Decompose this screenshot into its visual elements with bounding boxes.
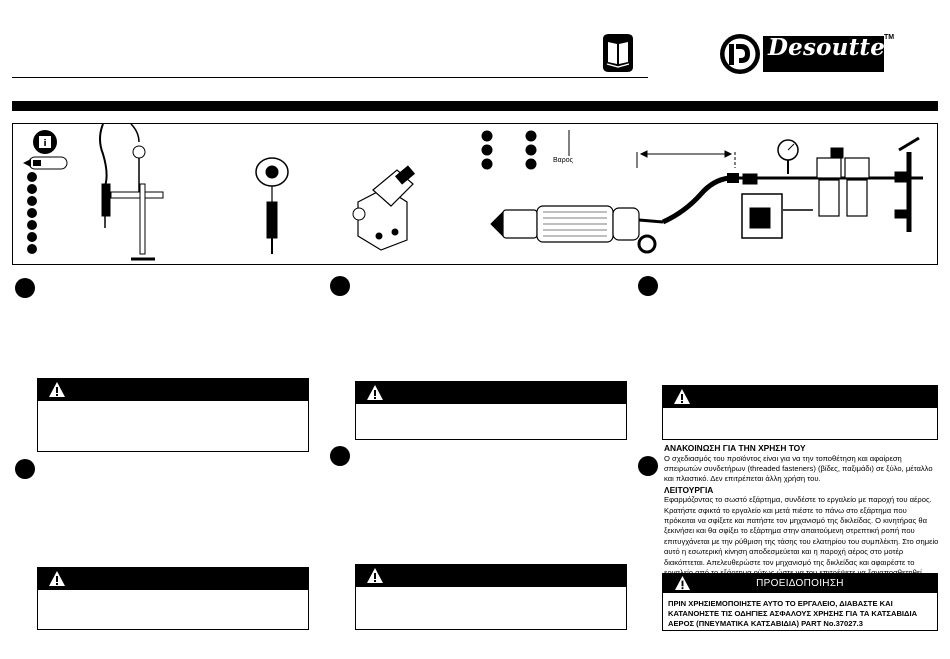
instruction-manual-icon: [603, 34, 633, 72]
air-hose: [661, 175, 730, 225]
brand-name: Desoutter: [768, 34, 898, 61]
warning-box: [355, 564, 627, 630]
svg-text:i: i: [43, 139, 46, 149]
operation-body: Εφαρμόζοντας το σωστό εξάρτημα, συνδέστε…: [664, 495, 939, 578]
step-marker: [15, 459, 35, 479]
warning-triangle-icon: [49, 571, 65, 586]
safety-warning-box: ΠΡΟΕΙΔΟΠΟΙΗΣΗ ΠΡΙΝ ΧΡΗΣΙΕΜΟΠΟΙΗΣΤΕ ΑΥΤΟ …: [662, 573, 938, 631]
warning-box: [355, 381, 627, 440]
mass-label: Βαρος: [553, 157, 573, 164]
warning-header: [356, 565, 626, 587]
warning-box: [37, 378, 309, 452]
notice-body: Ο σχεδιασμός του προϊόντος είναι για να …: [664, 453, 933, 484]
section-bar: [12, 101, 938, 111]
tool-illustrations: i: [23, 124, 923, 261]
step-marker: [638, 276, 658, 296]
fixture-illustration: [352, 165, 416, 251]
safety-warning-text: ΠΡΙΝ ΧΡΗΣΙΕΜΟΠΟΙΗΣΤΕ ΑΥΤΟ ΤΟ ΕΡΓΑΛΕΙΟ, Δ…: [668, 599, 918, 629]
screwdriver-illustration: [490, 205, 664, 243]
step-marker: [330, 446, 350, 466]
warning-triangle-icon: [367, 385, 383, 400]
warning-triangle-icon: [367, 568, 383, 583]
notice-heading: ΑΝΑΚΟΙΝΩΣΗ ΓΙΑ ΤΗΝ ΧΡΗΣΗ ΤΟΥ: [664, 443, 806, 453]
header-rule: [12, 77, 648, 78]
safety-warning-title: ΠΡΟΕΙΔΟΠΟΙΗΣΗ: [756, 578, 844, 589]
hose-ring: [637, 234, 657, 254]
warning-header: [38, 379, 308, 401]
warning-header: [38, 568, 308, 590]
spec-dots: [481, 130, 537, 170]
greek-instructions: ΑΝΑΚΟΙΝΩΣΗ ΓΙΑ ΤΗΝ ΧΡΗΣΗ ΤΟΥ Ο σχεδιασμό…: [664, 443, 940, 578]
step-marker: [330, 276, 350, 296]
warning-header: [663, 386, 937, 408]
warning-triangle-icon: [674, 389, 690, 404]
balancer-illustration: [255, 157, 289, 254]
info-book-icon: i: [33, 130, 57, 154]
operation-heading: ΛΕΙΤΟΥΡΓΙΑ: [664, 484, 714, 495]
hose-length-dimension: [636, 150, 736, 168]
tool-on-stand-illustration: [99, 124, 164, 261]
step-dot-column: [27, 172, 37, 254]
warning-triangle-icon: [49, 382, 65, 397]
warning-triangle-icon: [674, 575, 691, 591]
desoutter-logo-icon: [720, 34, 884, 74]
trademark: TM: [884, 34, 895, 41]
step-marker: [638, 456, 658, 476]
step-marker: [15, 278, 35, 298]
warning-header: [356, 382, 626, 404]
air-preparation-unit: [739, 136, 923, 239]
tool-illustration-panel: i: [12, 123, 938, 265]
safety-warning-header: ΠΡΟΕΙΔΟΠΟΙΗΣΗ: [663, 574, 937, 593]
bit-illustration: [23, 156, 68, 170]
warning-box: [662, 385, 938, 440]
warning-box: [37, 567, 309, 630]
